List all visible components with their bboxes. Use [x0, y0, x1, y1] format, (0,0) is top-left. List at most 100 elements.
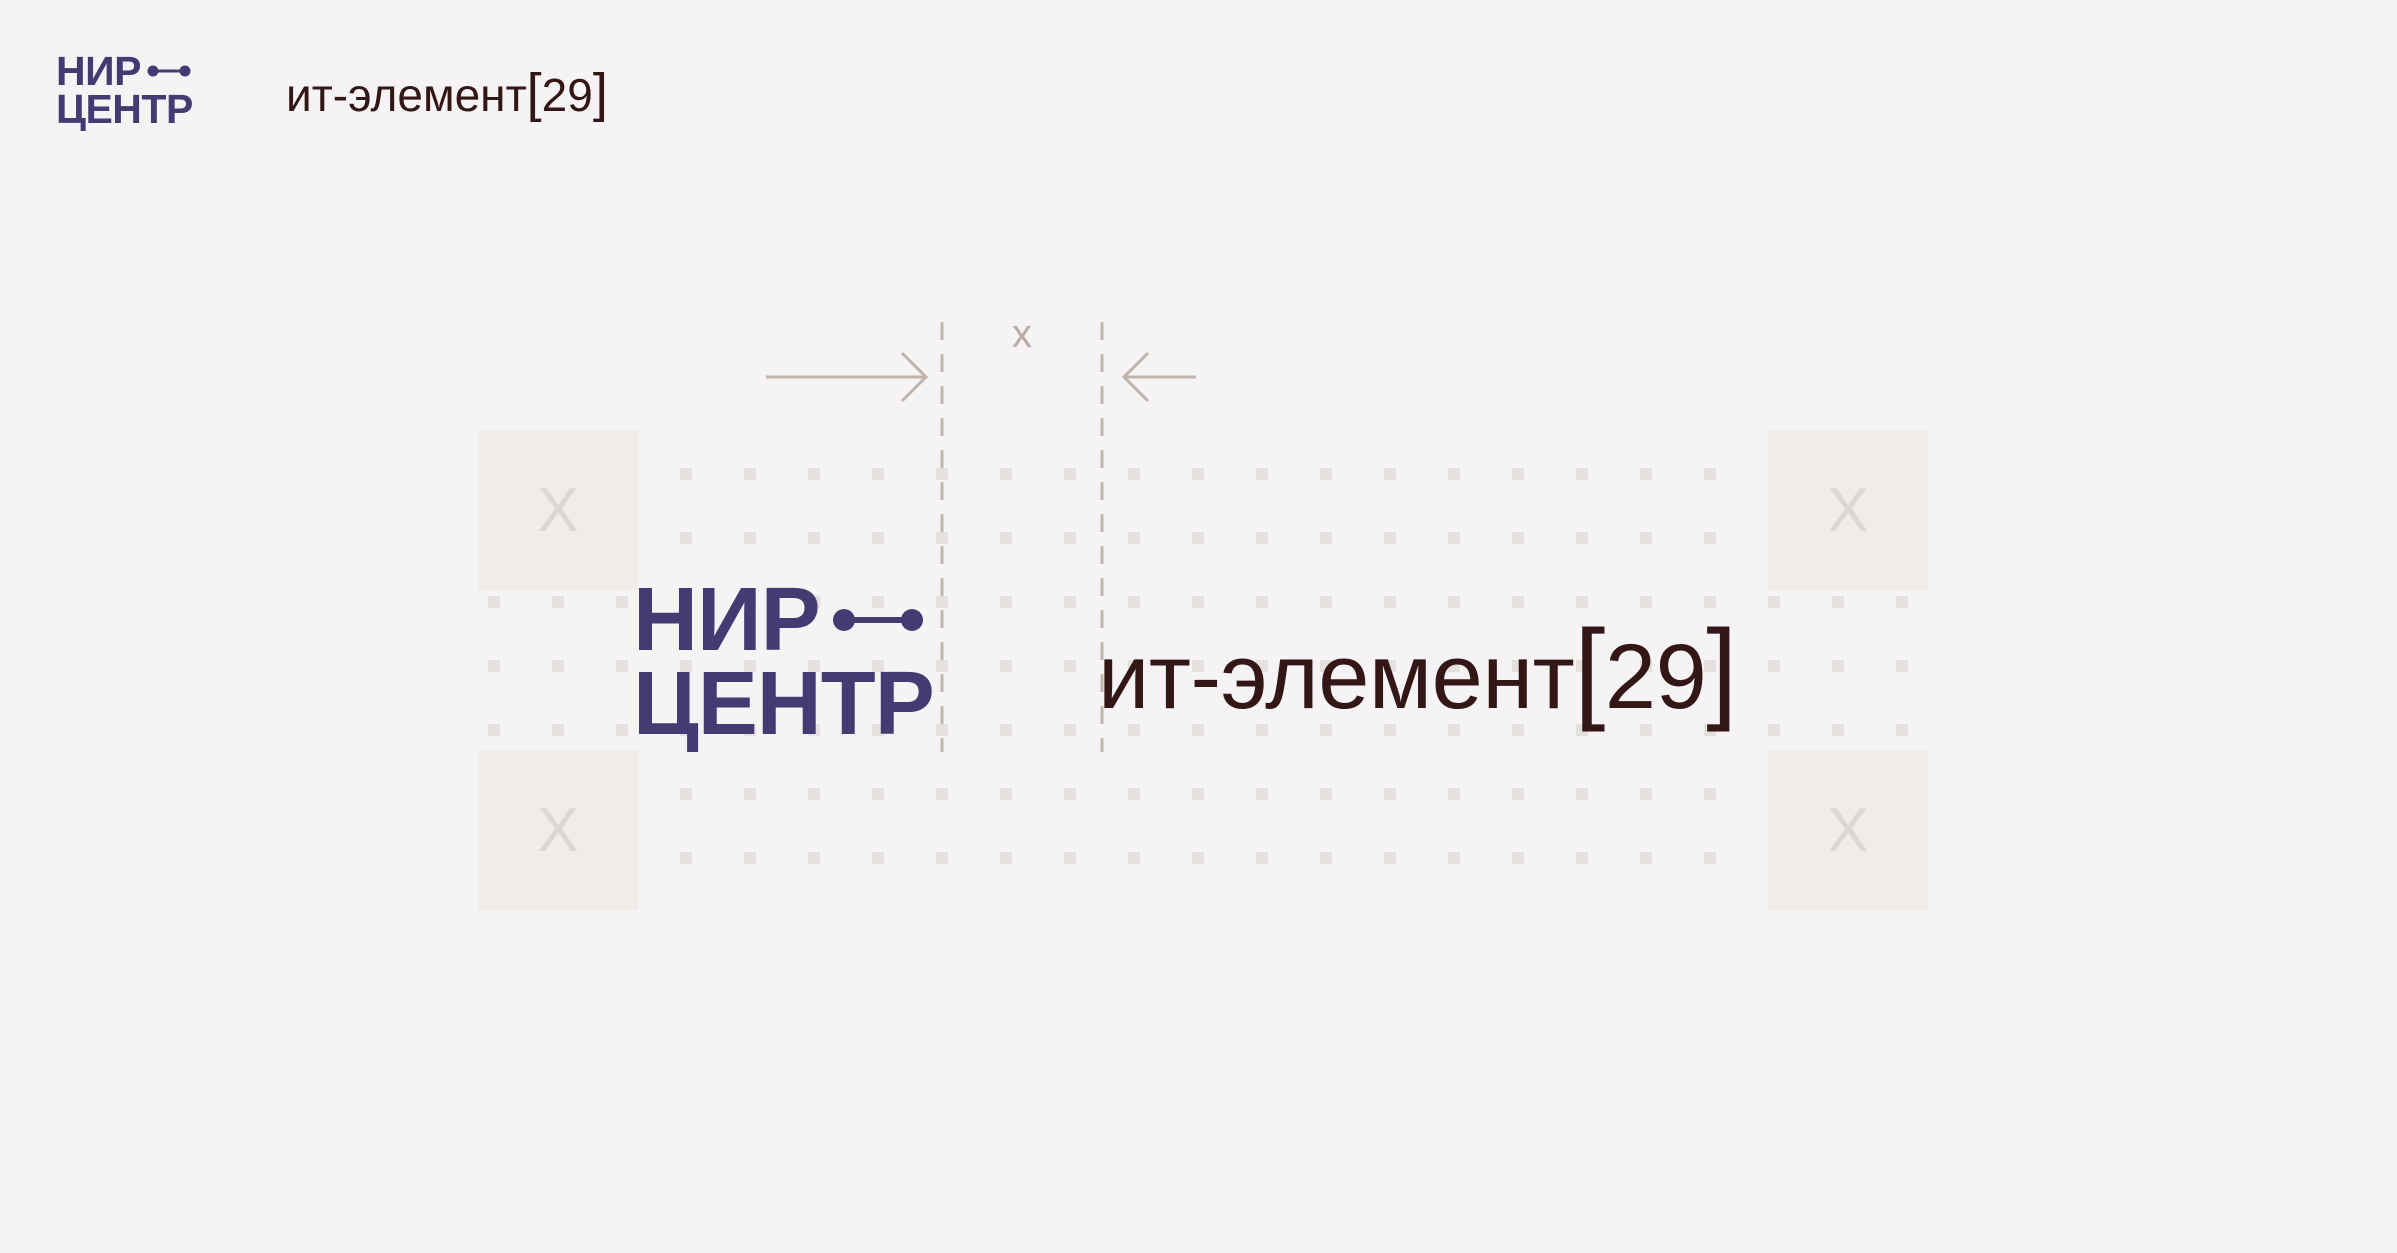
grid-dot — [744, 532, 756, 544]
grid-dot — [1448, 660, 1460, 672]
grid-dot — [1512, 596, 1524, 608]
grid-dot — [1832, 596, 1844, 608]
grid-dot — [1192, 596, 1204, 608]
grid-dot — [1064, 660, 1076, 672]
grid-dot — [872, 660, 884, 672]
grid-dot — [744, 724, 756, 736]
grid-dot — [1448, 724, 1460, 736]
grid-dot — [1256, 468, 1268, 480]
grid-dot — [1000, 660, 1012, 672]
grid-dot — [1640, 788, 1652, 800]
grid-dot — [680, 788, 692, 800]
grid-dot — [936, 788, 948, 800]
grid-dot — [1640, 724, 1652, 736]
main-title: ит-элемент[29] — [1098, 612, 1737, 735]
grid-dot — [1320, 532, 1332, 544]
corner-box-top-left: X — [478, 430, 638, 590]
grid-dot — [616, 596, 628, 608]
grid-dot — [1256, 788, 1268, 800]
grid-dot — [1640, 596, 1652, 608]
grid-dot — [1128, 660, 1140, 672]
grid-dot — [1576, 660, 1588, 672]
grid-dot — [1192, 468, 1204, 480]
corner-box-label: X — [1827, 475, 1869, 545]
grid-dot — [1064, 788, 1076, 800]
grid-dot — [1768, 596, 1780, 608]
grid-dot — [1448, 596, 1460, 608]
grid-dot — [1192, 852, 1204, 864]
grid-dot — [1832, 724, 1844, 736]
grid-dot — [1192, 788, 1204, 800]
grid-dot — [1704, 660, 1716, 672]
grid-dot — [936, 532, 948, 544]
grid-dot — [936, 852, 948, 864]
grid-dot — [1576, 468, 1588, 480]
grid-dot — [1448, 532, 1460, 544]
corner-box-label: X — [537, 795, 579, 865]
grid-dot — [1384, 852, 1396, 864]
grid-dot — [808, 724, 820, 736]
grid-dot — [552, 596, 564, 608]
grid-dot — [1576, 596, 1588, 608]
grid-dot — [808, 852, 820, 864]
connected-nodes-icon — [832, 609, 923, 631]
grid-dot — [1256, 852, 1268, 864]
corner-box-top-right: X — [1768, 430, 1928, 590]
grid-dot — [1320, 788, 1332, 800]
arrow-right-icon — [766, 351, 929, 403]
grid-dot — [1320, 660, 1332, 672]
grid-dot — [1704, 532, 1716, 544]
grid-dot — [1256, 660, 1268, 672]
main-title-number: 29 — [1604, 626, 1707, 728]
grid-dot — [1192, 532, 1204, 544]
main-title-bracket-open: [ — [1574, 607, 1605, 732]
arrow-left-icon — [1121, 351, 1196, 403]
grid-dot — [680, 660, 692, 672]
grid-dot — [1384, 532, 1396, 544]
measure-label: x — [1012, 312, 1032, 356]
grid-dot — [488, 724, 500, 736]
grid-dot — [1192, 660, 1204, 672]
grid-dot — [1704, 852, 1716, 864]
grid-dot — [1704, 596, 1716, 608]
grid-dot — [1384, 724, 1396, 736]
grid-dot — [1512, 724, 1524, 736]
grid-dot — [1640, 660, 1652, 672]
grid-dot — [1384, 596, 1396, 608]
grid-dot — [1640, 532, 1652, 544]
grid-dot — [1064, 468, 1076, 480]
header-title: ит-элемент[29] — [286, 65, 608, 123]
grid-dot — [1896, 660, 1908, 672]
corner-box-bottom-left: X — [478, 750, 638, 910]
header-title-number: 29 — [541, 69, 593, 121]
grid-dot — [1128, 852, 1140, 864]
header-logo-line-1: НИР — [56, 51, 193, 92]
grid-dot — [1128, 724, 1140, 736]
grid-dot — [1192, 724, 1204, 736]
grid-dot — [680, 724, 692, 736]
grid-dot — [1512, 852, 1524, 864]
main-logo-word-centr: ЦЕНТР — [633, 654, 935, 754]
grid-dot — [1064, 724, 1076, 736]
grid-dot — [1896, 724, 1908, 736]
main-logo-line-2: ЦЕНТР — [633, 654, 935, 754]
corner-box-label: X — [1827, 795, 1869, 865]
grid-dot — [1000, 724, 1012, 736]
grid-dot — [1768, 724, 1780, 736]
corner-box-label: X — [537, 475, 579, 545]
header-logo-line-2: ЦЕНТР — [56, 89, 193, 130]
grid-dot — [744, 852, 756, 864]
grid-dot — [1000, 852, 1012, 864]
grid-dot — [616, 724, 628, 736]
main-title-text: ит-элемент — [1098, 626, 1575, 728]
header-logo: НИР ЦЕНТР — [56, 51, 193, 130]
grid-dot — [1896, 596, 1908, 608]
main-logo: НИР ЦЕНТР — [633, 575, 935, 754]
grid-dot — [872, 788, 884, 800]
grid-dot — [1832, 660, 1844, 672]
grid-dot — [936, 596, 948, 608]
grid-dot — [680, 532, 692, 544]
grid-dot — [1448, 852, 1460, 864]
grid-dot — [1704, 724, 1716, 736]
header-title-bracket-open: [ — [526, 63, 542, 123]
